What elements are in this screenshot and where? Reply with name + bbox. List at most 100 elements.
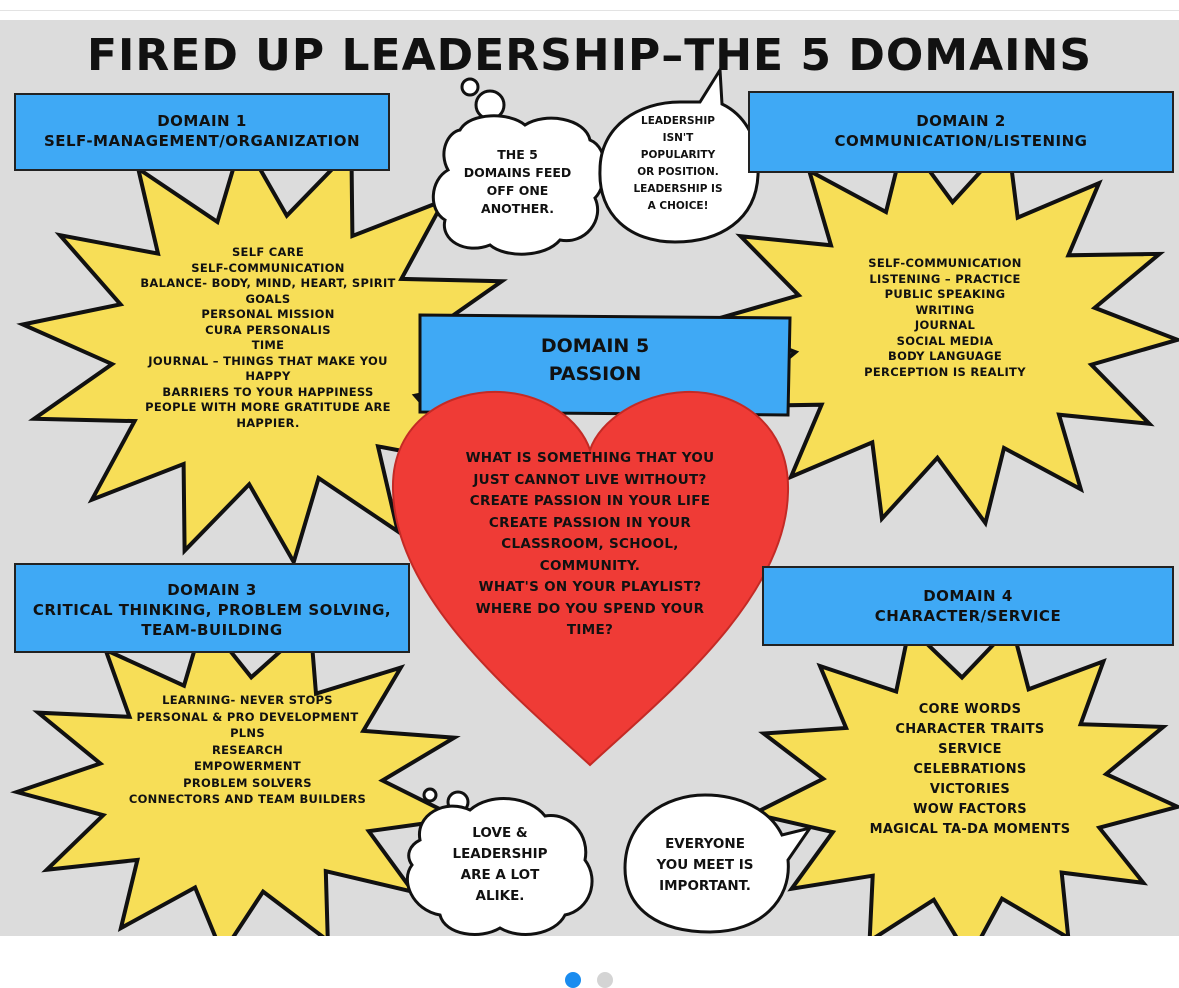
domain1-title: SELF-MANAGEMENT/ORGANIZATION [43, 132, 361, 150]
list-item: WHAT IS SOMETHING THAT YOU [465, 450, 715, 466]
love-bubble-text: LOVE & LEADERSHIP ARE A LOT ALIKE. [430, 823, 570, 907]
domain5-banner [418, 313, 792, 417]
list-item: TIME? [566, 622, 614, 638]
bubble-line: ISN'T [662, 132, 694, 144]
domain4-title: CHARACTER/SERVICE [874, 607, 1062, 625]
everyone-speech-bubble [623, 793, 814, 934]
list-item: CREATE PASSION IN YOUR [488, 514, 692, 531]
domain3-burst [10, 613, 466, 936]
list-item: SELF-COMMUNICATION [191, 260, 345, 275]
bubble-line: DOMAINS FEED [463, 165, 572, 180]
list-item: CLASSROOM, SCHOOL, [501, 536, 679, 552]
list-item: LEARNING- NEVER STOPS [162, 693, 333, 707]
top-divider [0, 0, 1179, 11]
domain3-title-line2: TEAM-BUILDING [141, 621, 283, 639]
list-item: SERVICE [938, 742, 1002, 757]
list-item: WHAT'S ON YOUR PLAYLIST? [478, 579, 702, 595]
love-thought-bubble [405, 797, 594, 936]
domain4-number: DOMAIN 4 [923, 587, 1013, 605]
list-item: MAGICAL TA-DA MOMENTS [869, 822, 1071, 837]
choice-bubble-text: LEADERSHIP ISN'T POPULARITY OR POSITION.… [608, 113, 748, 215]
domain1-number: DOMAIN 1 [157, 112, 247, 130]
domain1-list: SELF CARE SELF-COMMUNICATION BALANCE- BO… [128, 245, 408, 431]
love-dot-small [422, 787, 438, 803]
bubble-line: ALIKE. [475, 888, 525, 904]
pager-dot-active[interactable] [565, 972, 581, 988]
list-item: PUBLIC SPEAKING [884, 287, 1006, 301]
list-item: WOW FACTORS [913, 802, 1027, 817]
bubble-line: THE 5 [497, 147, 538, 162]
list-item: EMPOWERMENT [194, 759, 301, 773]
domain3-list: LEARNING- NEVER STOPS PERSONAL & PRO DEV… [105, 692, 390, 808]
domain4-list: CORE WORDS CHARACTER TRAITS SERVICE CELE… [840, 700, 1100, 840]
list-item: CORE WORDS [918, 702, 1022, 717]
list-item: JOURNAL – THINGS THAT MAKE YOU [148, 353, 388, 368]
list-item: JOURNAL [914, 318, 976, 332]
list-item: JUST CANNOT LIVE WITHOUT? [473, 471, 707, 488]
feed-bubble-text: THE 5 DOMAINS FEED OFF ONE ANOTHER. [450, 146, 585, 218]
list-item: GOALS [245, 291, 291, 306]
bubble-line: A CHOICE! [647, 200, 709, 212]
list-item: PROBLEM SOLVERS [183, 775, 312, 790]
list-item: SELF CARE [231, 245, 305, 259]
list-item: WRITING [915, 302, 975, 317]
list-item: BARRIERS TO YOUR HAPPINESS [162, 384, 374, 399]
list-item: PLNS [230, 726, 265, 740]
heart-shape [391, 390, 790, 767]
list-item: PERSONAL MISSION [201, 307, 335, 321]
bubble-line: POPULARITY [640, 149, 716, 161]
bubble-line: LEADERSHIP [641, 115, 715, 127]
bubble-line: IMPORTANT. [659, 878, 751, 894]
list-item: BODY LANGUAGE [888, 349, 1002, 363]
domain3-header: DOMAIN 3 CRITICAL THINKING, PROBLEM SOLV… [14, 563, 410, 653]
thought-dot-small [460, 77, 480, 97]
list-item: HAPPIER. [236, 415, 300, 430]
list-item: WHERE DO YOU SPEND YOUR [475, 600, 705, 617]
everyone-bubble-text: EVERYONE YOU MEET IS IMPORTANT. [635, 834, 775, 897]
domain2-list: SELF-COMMUNICATION LISTENING – PRACTICE … [830, 256, 1060, 380]
domain5-number: DOMAIN 5 [540, 335, 650, 357]
domain4-burst [747, 621, 1179, 936]
poster-title: FIRED UP LEADERSHIP–THE 5 DOMAINS [86, 30, 1093, 81]
pager-dot-inactive[interactable] [597, 972, 613, 988]
poster-graphics [10, 65, 1179, 936]
list-item: LISTENING – PRACTICE [869, 271, 1021, 286]
feed-thought-bubble [431, 114, 607, 256]
list-item: BALANCE- BODY, MIND, HEART, SPIRIT [140, 276, 396, 290]
list-item: COMMUNITY. [539, 557, 641, 574]
domain1-burst [16, 132, 520, 568]
list-item: CURA PERSONALIS [205, 322, 331, 337]
list-item: CREATE PASSION IN YOUR LIFE [469, 493, 711, 509]
infographic-poster: FIRED UP LEADERSHIP–THE 5 DOMAINS DOMAIN… [0, 20, 1179, 936]
bubble-line: ARE A LOT [460, 867, 540, 883]
domain5-header: DOMAIN 5 PASSION [495, 332, 695, 388]
bubble-line: OR POSITION. [637, 166, 719, 178]
list-item: CELEBRATIONS [913, 762, 1027, 777]
bubble-line: EVERYONE [665, 836, 745, 852]
domain5-list: WHAT IS SOMETHING THAT YOU JUST CANNOT L… [430, 448, 750, 642]
domain1-header: DOMAIN 1 SELF-MANAGEMENT/ORGANIZATION [14, 93, 390, 171]
choice-speech-bubble [598, 65, 760, 244]
domain2-title: COMMUNICATION/LISTENING [834, 132, 1088, 150]
bubble-line: OFF ONE [486, 183, 549, 198]
domain2-header: DOMAIN 2 COMMUNICATION/LISTENING [748, 91, 1174, 173]
list-item: HAPPY [245, 369, 291, 383]
domain3-number: DOMAIN 3 [167, 581, 257, 599]
list-item: VICTORIES [929, 782, 1011, 797]
list-item: CHARACTER TRAITS [895, 722, 1045, 737]
domain5-title: PASSION [548, 363, 642, 385]
domain2-number: DOMAIN 2 [916, 112, 1006, 130]
list-item: PEOPLE WITH MORE GRATITUDE ARE [145, 400, 391, 414]
list-item: PERCEPTION IS REALITY [864, 364, 1026, 379]
bubble-line: LOVE & [472, 825, 528, 841]
bubble-line: LEADERSHIP IS [633, 183, 723, 195]
bubble-line: LEADERSHIP [452, 846, 548, 862]
list-item: TIME [251, 338, 285, 352]
list-item: SOCIAL MEDIA [896, 333, 994, 348]
list-item: PERSONAL & PRO DEVELOPMENT [136, 709, 359, 724]
list-item: SELF-COMMUNICATION [868, 256, 1022, 270]
list-item: RESEARCH [211, 742, 284, 757]
list-item: CONNECTORS AND TEAM BUILDERS [128, 792, 367, 806]
domain4-header: DOMAIN 4 CHARACTER/SERVICE [762, 566, 1174, 646]
bubble-line: YOU MEET IS [656, 857, 754, 873]
